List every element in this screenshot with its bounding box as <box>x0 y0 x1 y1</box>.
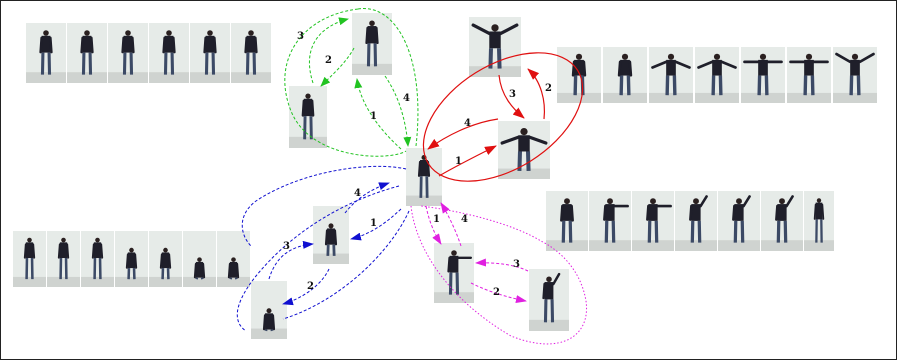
right-label-2: 2 <box>545 83 552 94</box>
person-photo-icon <box>434 243 474 303</box>
lower-right-arrow-2 <box>470 282 527 303</box>
person-photo-icon <box>718 191 760 251</box>
person-photo-icon <box>741 47 785 103</box>
right-envelope <box>422 52 584 182</box>
person-photo-icon <box>649 47 693 103</box>
person-photo-icon <box>183 231 216 287</box>
left-envelope-3 <box>282 210 410 320</box>
right-arrow-1 <box>438 145 497 177</box>
top-envelope <box>284 8 419 157</box>
person-photo-icon <box>761 191 803 251</box>
person-photo-icon <box>557 47 601 103</box>
top-label-4: 4 <box>403 93 410 104</box>
lower-right-arrow-1 <box>425 205 442 245</box>
right-arrow-2 <box>527 68 546 120</box>
left-arrow-1 <box>350 208 402 241</box>
top-motion-group: 1 2 3 4 <box>284 8 419 157</box>
top-label-3: 3 <box>297 31 304 42</box>
left-label-3: 3 <box>283 241 290 252</box>
lower-right-motion-group: 1 2 3 4 <box>410 202 588 345</box>
left-arrow-3 <box>268 240 314 280</box>
person-photo-icon <box>217 231 250 287</box>
person-photo-icon <box>26 23 66 83</box>
left-label-4: 4 <box>354 188 361 199</box>
person-photo-icon <box>632 191 674 251</box>
person-photo-icon <box>108 23 148 83</box>
person-photo-icon <box>190 23 230 83</box>
person-photo-icon <box>149 231 182 287</box>
person-photo-icon <box>406 148 442 206</box>
person-photo-icon <box>352 13 392 75</box>
person-photo-icon <box>67 23 107 83</box>
left-arrow-4 <box>344 182 390 214</box>
person-photo-icon <box>833 47 877 103</box>
person-photo-icon <box>231 23 271 83</box>
person-photo-icon <box>804 191 834 251</box>
lower-right-label-3: 3 <box>513 259 520 270</box>
person-photo-icon <box>529 269 569 331</box>
top-arrow-2 <box>320 47 355 87</box>
right-label-3: 3 <box>509 89 516 100</box>
right-motion-group: 1 2 3 4 <box>422 52 584 182</box>
right-label-4: 4 <box>464 118 471 129</box>
person-photo-icon <box>469 17 521 77</box>
right-label-1: 1 <box>455 156 462 167</box>
left-label-1: 1 <box>370 218 377 229</box>
top-arrow-4 <box>384 75 412 147</box>
lower-right-label-4: 4 <box>461 214 468 225</box>
person-photo-icon <box>787 47 831 103</box>
left-label-2: 2 <box>307 281 314 292</box>
top-label-1: 1 <box>370 111 377 122</box>
person-photo-icon <box>149 23 189 83</box>
left-arrow-2 <box>282 268 330 306</box>
lower-right-envelope <box>410 205 588 345</box>
left-motion-group: 1 2 3 4 <box>236 165 410 332</box>
right-arrow-4 <box>427 118 499 150</box>
lower-right-label-1: 1 <box>433 214 440 225</box>
person-photo-icon <box>695 47 739 103</box>
lower-right-arrow-3 <box>475 258 529 272</box>
person-photo-icon <box>313 206 349 264</box>
person-photo-icon <box>81 231 114 287</box>
person-photo-icon <box>13 231 46 287</box>
left-envelope-1 <box>236 185 400 332</box>
person-photo-icon <box>603 47 647 103</box>
top-arrow-3 <box>308 17 349 84</box>
person-photo-icon <box>498 121 550 179</box>
right-arrow-3 <box>498 74 525 119</box>
top-label-2: 2 <box>325 55 332 66</box>
person-photo-icon <box>115 231 148 287</box>
person-photo-icon <box>675 191 717 251</box>
person-photo-icon <box>546 191 588 251</box>
lower-right-arrow-4 <box>440 202 462 247</box>
person-photo-icon <box>47 231 80 287</box>
top-arrow-1 <box>354 78 402 150</box>
left-envelope-2 <box>241 165 407 247</box>
person-photo-icon <box>589 191 631 251</box>
person-photo-icon <box>289 86 327 148</box>
person-photo-icon <box>251 281 287 339</box>
lower-right-label-2: 2 <box>493 287 500 298</box>
